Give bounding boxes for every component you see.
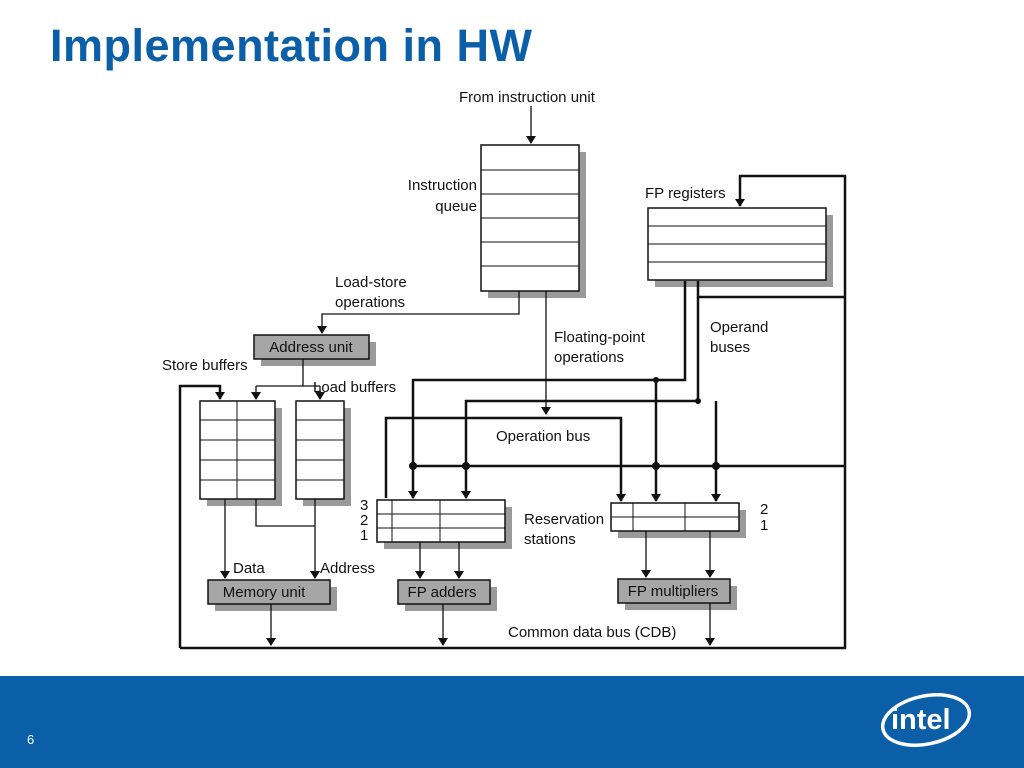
wires bbox=[220, 106, 715, 646]
address-unit bbox=[253, 334, 376, 366]
rs-number-2: 2 bbox=[360, 512, 368, 529]
fp-adders-label: FP adders bbox=[408, 584, 477, 601]
reservation-stations-multipliers bbox=[610, 502, 746, 538]
operation-bus-label: Operation bus bbox=[496, 428, 590, 445]
reservation-stations-adders bbox=[376, 499, 512, 549]
fp-registers-file bbox=[647, 207, 833, 287]
rs-mult-number-1: 1 bbox=[760, 517, 768, 534]
address-unit-label: Address unit bbox=[269, 339, 353, 356]
load-buffers-label: Load buffers bbox=[313, 379, 396, 396]
rs-number-1: 1 bbox=[360, 527, 368, 544]
reservation-stations-label-2: stations bbox=[524, 531, 576, 548]
operand-buses-label: Operand bbox=[710, 319, 768, 336]
instruction-queue bbox=[480, 144, 586, 298]
store-buffers-label: Store buffers bbox=[162, 357, 248, 374]
load-store-operations-label-2: operations bbox=[335, 294, 405, 311]
fp-registers-label: FP registers bbox=[645, 185, 726, 202]
instruction-queue-label-2: queue bbox=[435, 198, 477, 215]
rs-number-3: 3 bbox=[360, 497, 368, 514]
operand-buses-label-2: buses bbox=[710, 339, 750, 356]
fp-multipliers-label: FP multipliers bbox=[628, 583, 719, 600]
rs-mult-number-2: 2 bbox=[760, 501, 768, 518]
slide-title: Implementation in HW bbox=[50, 20, 533, 71]
load-store-operations-label: Load-store bbox=[335, 274, 407, 291]
load-buffers-table bbox=[295, 400, 351, 506]
intel-logo-icon: intel bbox=[880, 693, 972, 747]
memory-unit bbox=[207, 579, 337, 611]
tomasulo-diagram: From instruction unit Instruction queue … bbox=[162, 89, 847, 650]
footer-band bbox=[0, 676, 1024, 768]
reservation-stations-label: Reservation bbox=[524, 511, 604, 528]
buses bbox=[178, 174, 847, 650]
fp-adders-unit bbox=[397, 579, 497, 611]
fp-multipliers-unit bbox=[617, 578, 737, 610]
from-instruction-unit-label: From instruction unit bbox=[459, 89, 596, 106]
floating-point-operations-label: Floating-point bbox=[554, 329, 646, 346]
page-number: 6 bbox=[27, 732, 35, 747]
memory-unit-label: Memory unit bbox=[223, 584, 306, 601]
bus-junctions bbox=[409, 377, 720, 470]
data-label: Data bbox=[233, 560, 265, 577]
address-label: Address bbox=[320, 560, 375, 577]
cdb-label: Common data bus (CDB) bbox=[508, 624, 676, 641]
intel-logo-text: intel bbox=[891, 704, 951, 736]
instruction-queue-label: Instruction bbox=[408, 177, 477, 194]
store-buffers-table bbox=[199, 400, 282, 506]
floating-point-operations-label-2: operations bbox=[554, 349, 624, 366]
